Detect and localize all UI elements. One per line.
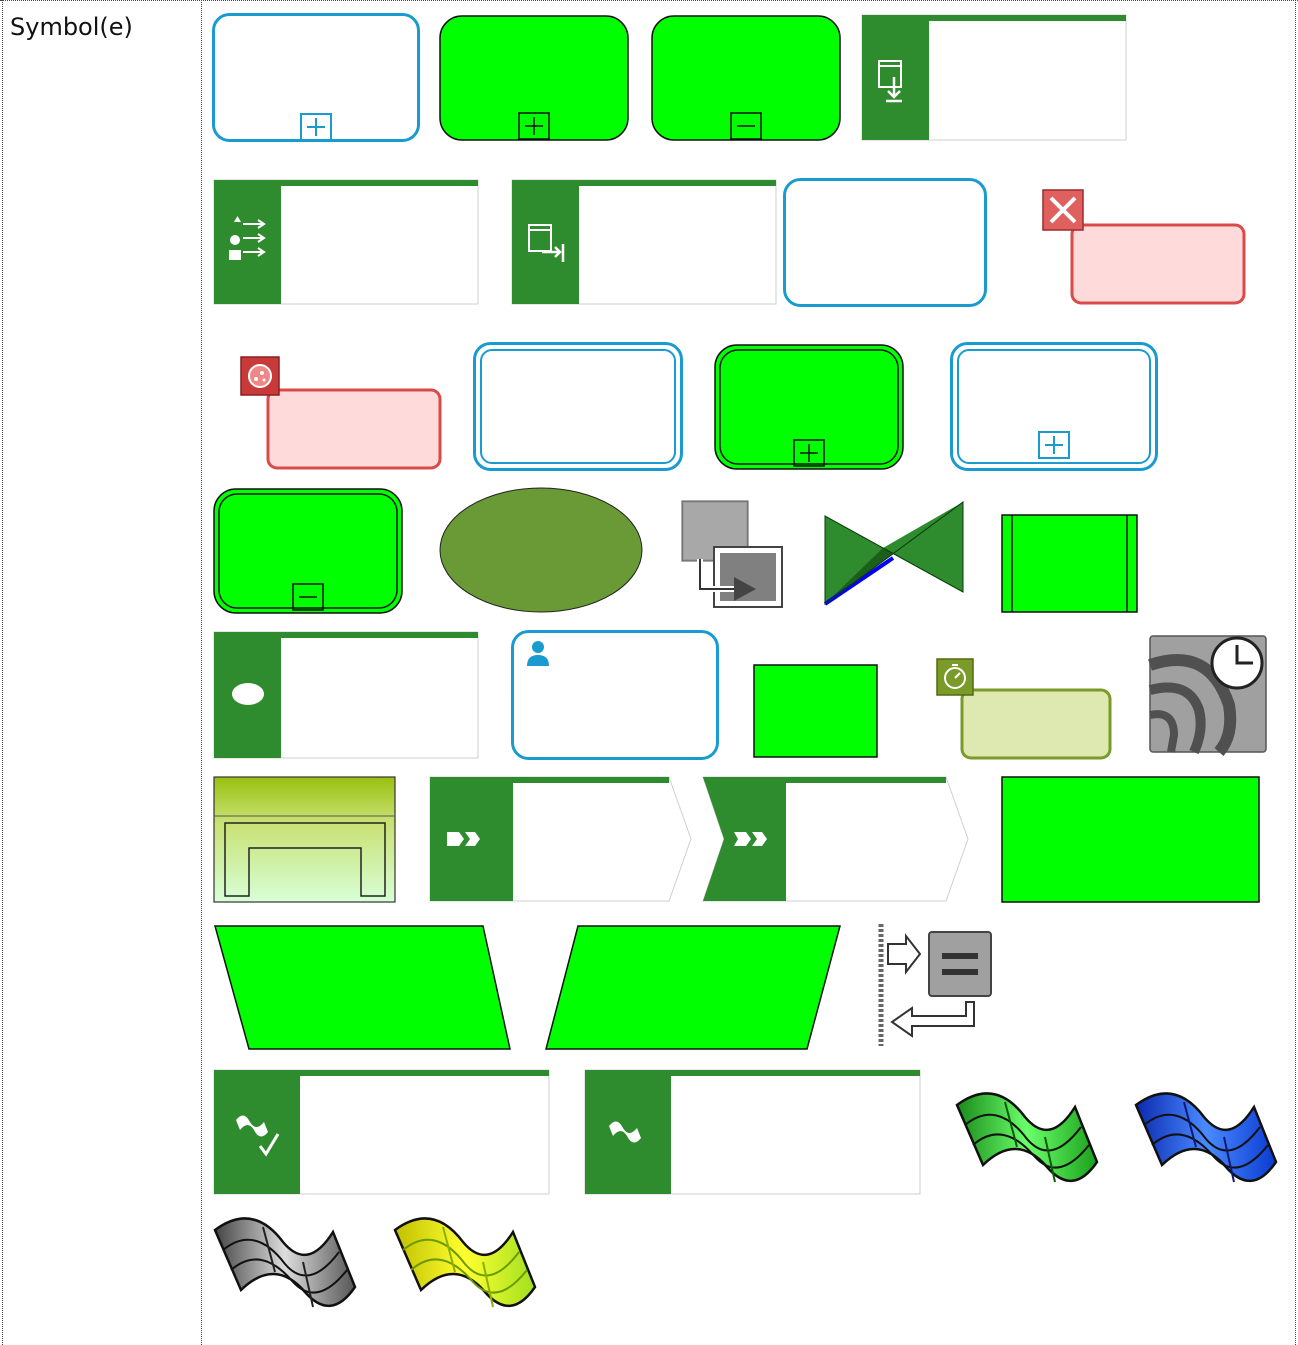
event-app-task bbox=[214, 632, 480, 760]
table-border-right bbox=[1295, 0, 1296, 1345]
send-task-app bbox=[512, 180, 778, 306]
green-rectangle bbox=[753, 664, 879, 760]
rule-task-app bbox=[214, 180, 480, 306]
wave-clock bbox=[1149, 635, 1269, 755]
transaction-outline bbox=[473, 342, 685, 472]
value-chain-1 bbox=[429, 776, 695, 904]
gray-flag bbox=[213, 1212, 359, 1316]
receive-task-app bbox=[862, 15, 1128, 143]
value-chain-2 bbox=[702, 776, 970, 904]
transaction-expanded-green bbox=[213, 488, 405, 616]
user-task-outline bbox=[511, 630, 721, 762]
subprocess-expanded-green bbox=[651, 15, 843, 143]
blue-flag bbox=[1134, 1087, 1280, 1187]
copy-object bbox=[680, 499, 786, 611]
predefined-process bbox=[1001, 514, 1139, 614]
table-border-top bbox=[0, 0, 1298, 1]
subprocess-collapsed-green bbox=[439, 15, 631, 143]
yellow-flag bbox=[393, 1212, 539, 1316]
bowtie bbox=[823, 500, 965, 610]
interface-exchange bbox=[876, 922, 994, 1048]
transaction-collapsed-green bbox=[714, 344, 906, 472]
flag-check-app bbox=[214, 1070, 552, 1196]
cancel-event-task bbox=[1042, 189, 1248, 307]
table-border-left bbox=[2, 0, 3, 1345]
green-rectangle-wide bbox=[1001, 776, 1261, 904]
error-event-task bbox=[240, 356, 444, 472]
parallelogram-right bbox=[544, 924, 842, 1052]
parallelogram-left bbox=[213, 924, 513, 1052]
organizational-structure bbox=[213, 776, 397, 904]
green-flag bbox=[955, 1087, 1101, 1187]
timer-event-task bbox=[936, 658, 1114, 762]
flag-app bbox=[585, 1070, 923, 1196]
transaction-collapsed-outline bbox=[950, 342, 1160, 472]
task-outline bbox=[783, 178, 989, 308]
olive-ellipse bbox=[439, 487, 645, 615]
row-label: Symbol(e) bbox=[10, 13, 133, 41]
subprocess-collapsed-outline bbox=[212, 13, 422, 143]
table-column-divider bbox=[201, 0, 202, 1345]
